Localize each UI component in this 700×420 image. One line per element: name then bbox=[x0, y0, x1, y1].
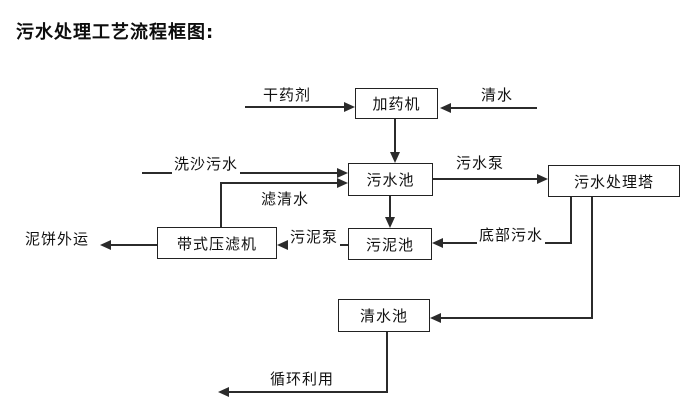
connector-sewage-to-sludge bbox=[389, 196, 391, 218]
arrowhead-right-icon bbox=[537, 174, 548, 184]
edge-label-sand-washing: 洗沙污水 bbox=[171, 153, 241, 174]
arrowhead-right-icon bbox=[337, 178, 348, 188]
arrowhead-left-icon bbox=[430, 313, 441, 323]
node-clean-water-pool-label: 清水池 bbox=[359, 307, 408, 325]
arrowhead-down-icon bbox=[385, 217, 395, 228]
connector-filtered-water-h bbox=[220, 182, 338, 184]
connector-recycle-h bbox=[229, 391, 388, 393]
connector-recycle-v bbox=[386, 332, 388, 392]
arrowhead-left-icon bbox=[277, 240, 288, 250]
node-sludge-pool-label: 污泥池 bbox=[365, 235, 414, 254]
connector-sewage-pump bbox=[433, 178, 538, 180]
arrowhead-right-icon bbox=[344, 102, 355, 112]
node-belt-filter-press: 带式压滤机 bbox=[157, 227, 277, 259]
connector-filtered-water-v bbox=[220, 183, 222, 227]
edge-label-bottom-sewage: 底部污水 bbox=[476, 224, 546, 245]
connector-bottom-sewage-v bbox=[570, 197, 572, 243]
edge-label-recycle: 循环利用 bbox=[267, 368, 337, 389]
connector-dry-agent bbox=[245, 106, 345, 108]
page-title: 污水处理工艺流程框图: bbox=[16, 22, 215, 43]
arrowhead-down-icon bbox=[390, 152, 400, 163]
edge-label-filtered-water: 滤清水 bbox=[258, 188, 312, 209]
arrowhead-right-icon bbox=[337, 168, 348, 178]
connector-tower-to-clean-h bbox=[441, 317, 593, 319]
connector-clean-water bbox=[450, 107, 537, 109]
arrowhead-left-icon bbox=[218, 387, 229, 397]
node-belt-filter-press-label: 带式压滤机 bbox=[176, 234, 257, 253]
node-treatment-tower: 污水处理塔 bbox=[548, 165, 680, 197]
edge-label-sewage-pump: 污水泵 bbox=[453, 152, 507, 173]
node-treatment-tower-label: 污水处理塔 bbox=[573, 172, 654, 191]
node-sewage-pool-label: 污水池 bbox=[366, 171, 415, 189]
arrowhead-left-icon bbox=[100, 240, 111, 250]
edge-label-clean-water: 清水 bbox=[478, 84, 516, 105]
node-sewage-pool: 污水池 bbox=[348, 163, 433, 196]
node-sludge-pool: 污泥池 bbox=[348, 228, 432, 260]
connector-mud-cake bbox=[111, 244, 157, 246]
connector-tower-to-clean-v bbox=[591, 197, 593, 318]
arrowhead-left-icon bbox=[432, 238, 443, 248]
edge-label-sludge-pump: 污泥泵 bbox=[287, 226, 341, 247]
node-clean-water-pool: 清水池 bbox=[338, 299, 430, 332]
node-dosing-machine-label: 加药机 bbox=[372, 95, 421, 113]
edge-label-mud-cake-out: 泥饼外运 bbox=[22, 228, 92, 249]
node-dosing-machine: 加药机 bbox=[355, 88, 438, 119]
edge-label-dry-agent: 干药剂 bbox=[260, 84, 314, 105]
arrowhead-left-icon bbox=[440, 103, 451, 113]
connector-dosing-to-sewage bbox=[394, 119, 396, 154]
